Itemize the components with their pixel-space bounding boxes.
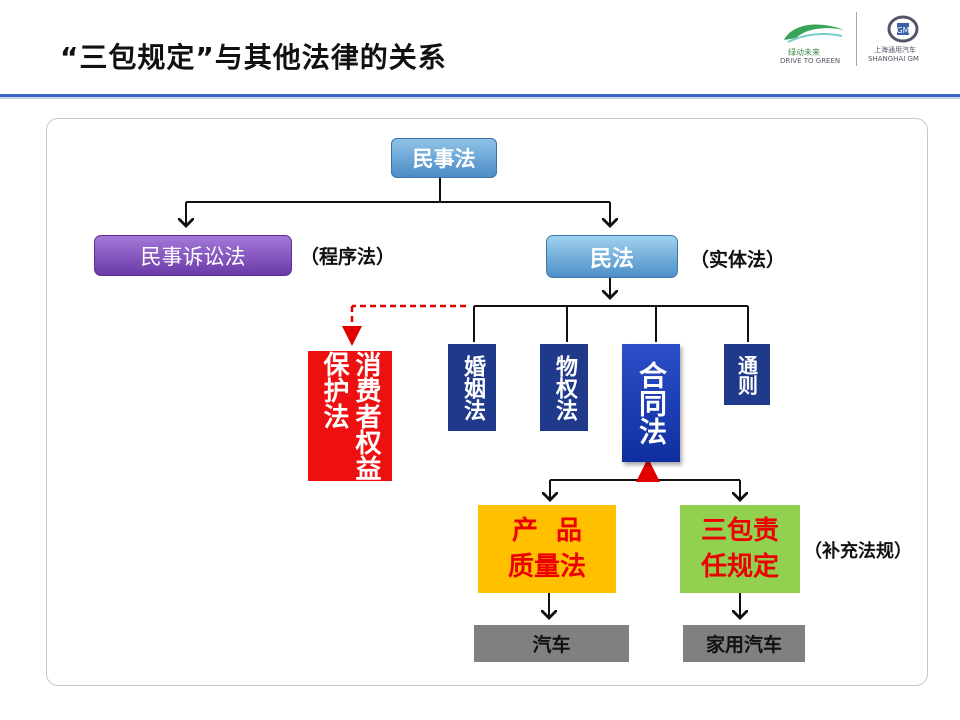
three-line-1: 三包责: [700, 516, 779, 546]
quality-line-1: 产 品: [511, 516, 583, 546]
civil-law-box: 民法: [546, 235, 678, 278]
svg-text:GM: GM: [896, 26, 909, 35]
car-scope-box: 汽车: [474, 625, 629, 662]
contract-law-box: 合同法: [622, 344, 680, 462]
logo-right-cn: 上海通用汽车: [874, 46, 916, 54]
property-law-box: 物权法: [540, 344, 588, 431]
civil-procedure-law-box: 民事诉讼法: [94, 235, 292, 276]
three-guarantees-box: 三包责 任规定: [680, 505, 800, 593]
product-quality-law-box: 产 品 质量法: [478, 505, 616, 593]
civil-matters-law-box: 民事法: [391, 138, 497, 178]
green-car-icon: [784, 24, 844, 43]
logo-left-en: DRIVE TO GREEN: [780, 57, 841, 65]
supplement-note: （补充法规）: [804, 541, 912, 562]
general-principles-box: 通则: [724, 344, 770, 405]
consumer-protection-law-box: 消费者权益保护法: [308, 351, 392, 481]
quality-line-2: 质量法: [507, 552, 586, 582]
logo-left-cn: 绿动未来: [788, 48, 820, 57]
procedural-note: （程序法）: [300, 246, 396, 268]
family-car-scope-box: 家用汽车: [683, 625, 805, 662]
gm-emblem-icon: GM: [887, 15, 919, 43]
logo-divider: [856, 12, 857, 66]
header-rule: [0, 94, 960, 97]
three-line-2: 任规定: [700, 552, 779, 582]
shanghai-gm-logo: GM 上海通用汽车 SHANGHAI GM: [864, 14, 942, 66]
page-title: “三包规定”与其他法律的关系: [60, 41, 447, 74]
marriage-law-box: 婚姻法: [448, 344, 496, 431]
header-rule-shadow: [0, 97, 960, 99]
logo-right-en: SHANGHAI GM: [868, 55, 919, 63]
substantive-note: （实体法）: [690, 249, 786, 271]
drive-to-green-logo: 绿动未来 DRIVE TO GREEN: [778, 16, 850, 66]
